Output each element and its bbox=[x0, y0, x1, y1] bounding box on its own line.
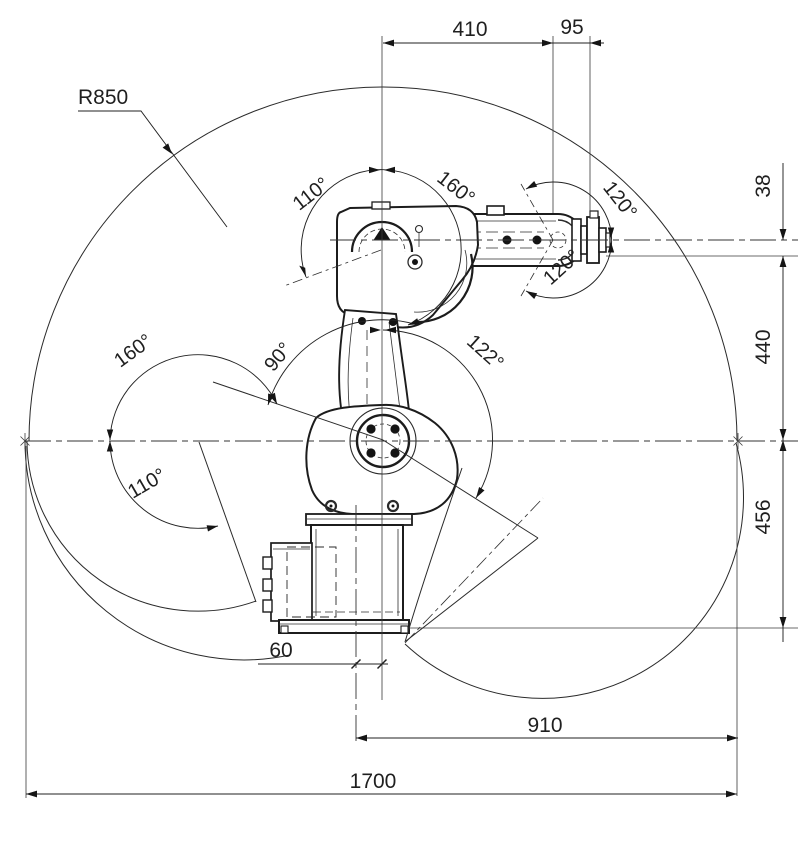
envelope-outer-arc-r850 bbox=[28, 86, 738, 442]
angle-elbow-left-label: 110° bbox=[289, 173, 334, 215]
inner-boundary-arc bbox=[404, 467, 463, 643]
base-foot-flange bbox=[278, 619, 410, 634]
shoulder-limit-line-left bbox=[212, 381, 384, 441]
dim-910-label: 910 bbox=[527, 714, 562, 737]
base-foot-pad bbox=[400, 625, 409, 634]
shoulder-bolt bbox=[366, 448, 376, 458]
dim-tick bbox=[376, 658, 388, 670]
notch-upper-line bbox=[382, 439, 539, 539]
wrist-limit-radial-up bbox=[520, 183, 554, 241]
wrist-limit-radial-down bbox=[520, 239, 554, 297]
work-envelope bbox=[24, 86, 744, 699]
shoulder-90-arc bbox=[267, 319, 419, 406]
upper-arm-bolt bbox=[358, 317, 366, 325]
base-body bbox=[310, 524, 404, 621]
envelope-boundary-lines bbox=[212, 381, 539, 643]
envelope-lower-left-outer-arc bbox=[24, 440, 291, 661]
angle-wrist-upper-label: 120° bbox=[598, 177, 641, 223]
elbow-pivot-ring bbox=[407, 254, 423, 270]
forearm-bolt bbox=[532, 235, 542, 245]
dimensions: R850 410 95 38 440 456 60 910 1700 110° … bbox=[26, 16, 787, 798]
connector-port bbox=[262, 578, 273, 592]
base-hidden-box bbox=[286, 546, 337, 618]
center-mark-left bbox=[20, 433, 30, 449]
dim-38-label: 38 bbox=[752, 174, 775, 197]
dim-456-label: 456 bbox=[752, 499, 775, 534]
upper-arm-bolt bbox=[389, 318, 397, 326]
connector-box bbox=[270, 542, 313, 622]
connector-port bbox=[262, 556, 273, 570]
dim-1700-label: 1700 bbox=[350, 770, 397, 793]
radius-label: R850 bbox=[78, 86, 128, 109]
forearm-tab bbox=[486, 205, 505, 216]
fold-angle-arc-lower bbox=[109, 440, 219, 529]
dim-60-label: 60 bbox=[269, 639, 292, 662]
angle-shoulder-right-label: 122° bbox=[462, 331, 507, 375]
fold-angle-arc-upper bbox=[109, 354, 278, 441]
elbow-pivot-dot bbox=[412, 259, 418, 265]
dim-440-label: 440 bbox=[752, 329, 775, 364]
elbow-sweep-arc bbox=[414, 253, 474, 324]
elbow-angle-arc bbox=[300, 169, 462, 326]
envelope-lower-right-arc bbox=[404, 442, 744, 699]
shoulder-angle-arc bbox=[382, 329, 494, 499]
radius-leader bbox=[78, 110, 228, 228]
bracket-bolt bbox=[386, 499, 400, 513]
connector-port bbox=[262, 599, 273, 613]
bracket-bolt bbox=[324, 499, 338, 513]
envelope-wedge-radial bbox=[198, 441, 257, 603]
elbow-pin bbox=[414, 224, 424, 234]
sweep-radial bbox=[404, 497, 544, 644]
shoulder-bolt bbox=[390, 424, 400, 434]
angle-fold-lower-label: 110° bbox=[124, 464, 170, 503]
elbow-top-tab bbox=[371, 201, 391, 210]
dim-95-label: 95 bbox=[560, 16, 583, 39]
wrist-angle-arc bbox=[525, 181, 613, 299]
shoulder-bolt bbox=[366, 424, 376, 434]
center-mark-right bbox=[733, 433, 743, 449]
dim-410-label: 410 bbox=[452, 18, 487, 41]
base-bracket bbox=[305, 513, 413, 526]
shoulder-hidden-circle bbox=[365, 423, 401, 459]
bracket-bolt-dot bbox=[391, 504, 395, 508]
dim-tick bbox=[350, 658, 362, 670]
notch-lower-line bbox=[405, 537, 539, 642]
angle-fold-upper-label: 160° bbox=[110, 330, 156, 372]
bracket-bolt-dot bbox=[329, 504, 333, 508]
elbow-limit-radial bbox=[283, 249, 382, 287]
envelope-lower-left-inner-arc bbox=[26, 440, 257, 612]
elbow-sweep-inner bbox=[413, 249, 468, 313]
shoulder-bolt bbox=[390, 448, 400, 458]
angle-shoulder-left-label: 90° bbox=[260, 338, 296, 375]
angle-elbow-right-label: 160° bbox=[433, 167, 479, 210]
base-foot-pad bbox=[280, 625, 289, 634]
elbow-housing bbox=[336, 204, 480, 329]
